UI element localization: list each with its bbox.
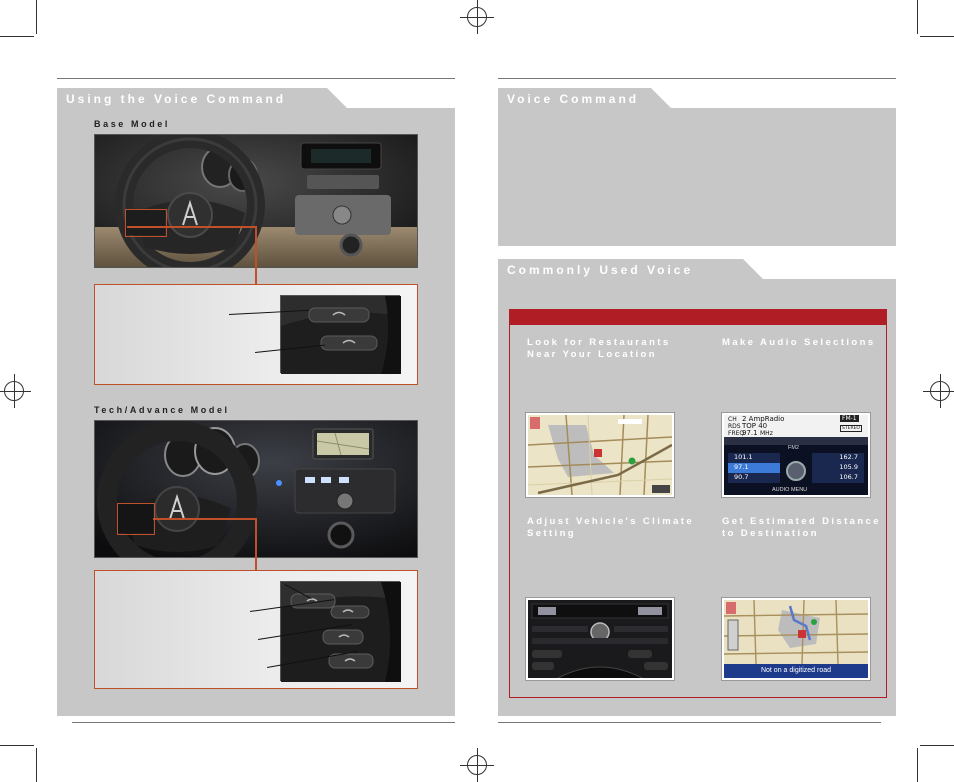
registration-mark <box>460 0 494 34</box>
registration-mark <box>923 374 954 408</box>
ch-label: CH <box>728 416 737 423</box>
page-rule <box>72 722 455 723</box>
base-model-detail-box <box>94 284 418 385</box>
climate-control-panel <box>526 598 674 680</box>
fm-badge: FM-1 <box>840 415 859 422</box>
left-panel: Base Model <box>57 108 455 716</box>
preset-item[interactable]: 101.1 <box>728 453 780 463</box>
commands-tab: Commonly Used Voice Commands <box>498 259 765 281</box>
section-tab: Using the Voice Command System <box>57 88 349 110</box>
page-rule <box>498 722 881 723</box>
zoom-highlight <box>125 209 167 237</box>
registration-mark <box>0 374 31 408</box>
stereo-badge: STEREO <box>840 425 862 432</box>
page-rule <box>57 78 455 79</box>
destination-map-screen: Not on a digitized road <box>722 598 870 680</box>
tech-model-dashboard-photo <box>94 420 418 558</box>
command-title: Get Estimated Distance to Destination <box>722 516 881 539</box>
freq-unit: MHz <box>760 430 773 437</box>
crop-mark <box>920 36 954 37</box>
steering-buttons-closeup <box>280 581 401 682</box>
registration-mark <box>460 748 494 782</box>
tips-tab: Voice Command Tips <box>498 88 673 110</box>
crop-mark <box>917 0 918 34</box>
crop-mark <box>917 748 918 782</box>
command-title: Make Audio Selections <box>722 337 876 348</box>
freq-label: FREQ <box>728 430 745 437</box>
preset-item[interactable]: 90.7 <box>728 473 780 483</box>
audio-selection-screen: CH 2 AmpRadio RDS TOP 40 FREQ 97.1 MHz F… <box>722 413 870 497</box>
rds-text: TOP 40 <box>742 422 768 430</box>
preset-item[interactable]: 106.7 <box>812 473 864 483</box>
restaurant-map-screen <box>526 413 674 497</box>
tech-model-detail-box <box>94 570 418 689</box>
crop-mark <box>36 0 37 34</box>
tuning-knob-icon <box>786 461 806 481</box>
callout-connector <box>153 518 257 520</box>
preset-item[interactable]: 162.7 <box>812 453 864 463</box>
crop-mark <box>36 748 37 782</box>
channel-name: 2 AmpRadio <box>742 415 785 423</box>
audio-icon-row <box>724 437 868 445</box>
crop-mark <box>0 745 34 746</box>
command-title: Look for Restaurants Near Your Location <box>527 337 671 360</box>
zoom-highlight <box>117 503 155 535</box>
page-rule <box>498 78 896 79</box>
crop-mark <box>0 36 34 37</box>
preset-list-right: 162.7 105.9 106.7 <box>812 453 864 483</box>
command-title: Adjust Vehicle's Climate Setting <box>527 516 695 539</box>
tips-panel <box>498 108 896 246</box>
commands-header-bar <box>509 309 887 325</box>
rds-label: RDS <box>728 423 741 430</box>
callout-connector <box>127 226 257 228</box>
tech-model-label: Tech/Advance Model <box>94 405 230 415</box>
preset-item[interactable]: 105.9 <box>812 463 864 473</box>
road-status-text: Not on a digitized road <box>760 667 832 674</box>
audio-menu-label: AUDIO MENU <box>772 487 808 493</box>
audio-info-strip: CH 2 AmpRadio RDS TOP 40 FREQ 97.1 MHz F… <box>724 415 868 437</box>
base-model-label: Base Model <box>94 119 171 129</box>
commands-panel: Look for Restaurants Near Your Location … <box>498 279 896 716</box>
callout-connector <box>255 226 257 284</box>
band-label: FM2 <box>788 445 799 451</box>
preset-list-left: 101.1 97.1 90.7 <box>728 453 780 483</box>
steering-buttons-closeup <box>280 295 401 374</box>
preset-item-selected[interactable]: 97.1 <box>728 463 780 473</box>
crop-mark <box>920 745 954 746</box>
freq-value: 97.1 <box>742 429 758 437</box>
callout-connector <box>255 518 257 570</box>
road-status-bar: Not on a digitized road <box>724 664 868 678</box>
